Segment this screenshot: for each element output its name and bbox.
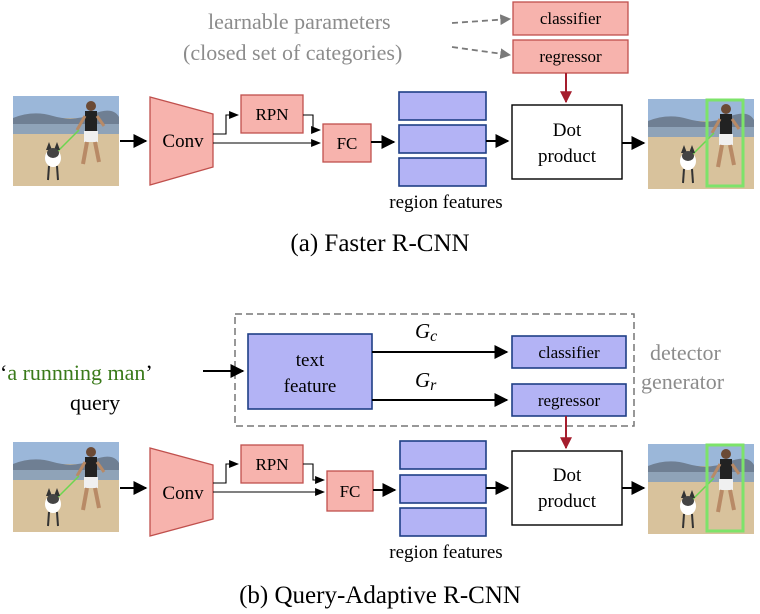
rpn-box-bottom bbox=[240, 444, 304, 484]
region-feature-3-bottom bbox=[399, 507, 487, 537]
caption-top: (a) Faster R-CNN bbox=[290, 230, 469, 257]
caption-bottom: (b) Query-Adaptive R-CNN bbox=[239, 582, 521, 609]
region-feature-2-bottom bbox=[399, 474, 487, 504]
detection-bbox-top bbox=[705, 98, 745, 188]
region-feature-1-top bbox=[398, 91, 487, 121]
text-feature-line1: text bbox=[296, 350, 325, 371]
text-feature-line2: feature bbox=[284, 376, 337, 397]
region-feature-1-bottom bbox=[399, 440, 487, 470]
conv-label-top: Conv bbox=[162, 131, 204, 152]
generator-label: generator bbox=[641, 369, 725, 394]
regressor-label-bottom: regressor bbox=[538, 391, 601, 410]
learnable-to-classifier-arrow bbox=[451, 14, 512, 26]
conv-block-bottom bbox=[149, 447, 214, 537]
regressor-label-top: regressor bbox=[539, 47, 602, 66]
fc-label-bottom: FC bbox=[340, 482, 361, 501]
region-features-label-top: region features bbox=[389, 192, 502, 213]
fc-box-top bbox=[322, 123, 372, 163]
dot-product-box-top bbox=[511, 104, 623, 180]
conv-label-bottom: Conv bbox=[162, 483, 204, 504]
text-feature-box bbox=[247, 333, 373, 410]
detection-bbox-bottom bbox=[705, 443, 745, 533]
dot-label-bottom: Dot bbox=[553, 465, 582, 486]
classifier-label-bottom: classifier bbox=[538, 343, 600, 362]
dot-label-top: Dot bbox=[553, 120, 582, 141]
input-image-top bbox=[11, 94, 121, 188]
conv-to-rpn-arrow-bottom bbox=[213, 460, 239, 484]
fc-label-top: FC bbox=[337, 134, 358, 153]
panel-faster-rcnn: learnable parameters (closed set of cate… bbox=[11, 1, 756, 257]
conv-block-top bbox=[149, 96, 214, 186]
input-image-bottom bbox=[11, 440, 121, 534]
region-features-label-bottom: region features bbox=[389, 542, 502, 563]
learnable-to-regressor-arrow bbox=[451, 46, 512, 60]
classifier-box-top bbox=[512, 1, 629, 36]
rpn-label-top: RPN bbox=[255, 105, 288, 124]
rpn-to-fc-arrow-top bbox=[303, 114, 321, 134]
dot-product-box-bottom bbox=[511, 450, 623, 526]
query-label: query bbox=[70, 390, 120, 415]
panel-query-adaptive-rcnn: detector generator ‘a runnning man’ quer… bbox=[0, 313, 756, 609]
conv-to-rpn-arrow-top bbox=[213, 111, 239, 135]
gc-label: Gc bbox=[415, 319, 437, 345]
output-image-bottom bbox=[646, 442, 756, 536]
rpn-box-top bbox=[240, 94, 304, 134]
region-feature-2-top bbox=[398, 124, 487, 154]
learnable-parameters-text: learnable parameters bbox=[208, 9, 391, 34]
classifier-label-top: classifier bbox=[540, 9, 602, 28]
gr-label: Gr bbox=[415, 368, 437, 394]
product-label-top: product bbox=[538, 146, 597, 167]
output-image-top bbox=[646, 97, 756, 191]
classifier-box-bottom bbox=[511, 335, 627, 369]
rpn-to-fc-arrow-bottom bbox=[303, 463, 325, 484]
closed-set-text: (closed set of categories) bbox=[183, 40, 402, 65]
region-feature-3-top bbox=[398, 157, 487, 187]
query-text: ‘a runnning man’ bbox=[0, 360, 153, 385]
product-label-bottom: product bbox=[538, 491, 597, 512]
detector-label: detector bbox=[650, 340, 722, 365]
rpn-label-bottom: RPN bbox=[255, 455, 288, 474]
regressor-box-bottom bbox=[511, 383, 627, 417]
regressor-box-top bbox=[512, 39, 629, 74]
detector-generator-box bbox=[234, 313, 635, 427]
